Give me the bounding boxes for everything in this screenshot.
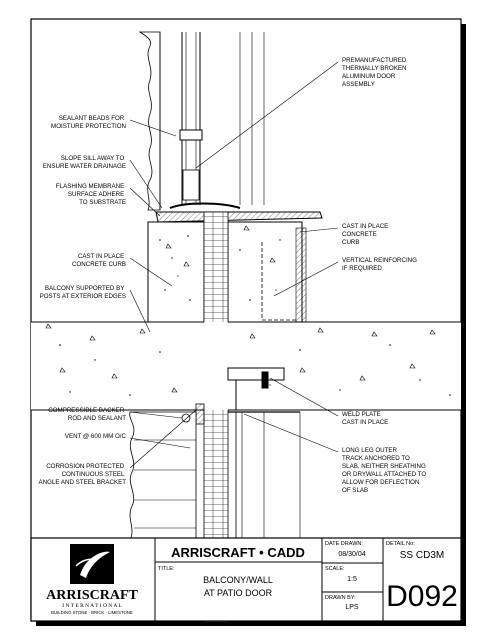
scale-label: SCALE:: [325, 566, 345, 572]
vertical-reinforcing-strip: [295, 227, 307, 329]
callout-track: LONG LEG OUTER TRACK ANCHORED TO SLAB, N…: [342, 447, 428, 494]
callout-sealant: SEALANT BEADS FOR MOISTURE PROTECTION: [51, 115, 126, 130]
callout-reinforcing: VERTICAL REINFORCING IF REQUIRED: [342, 257, 419, 272]
logo-tagline: I N T E R N A T I O N A L: [62, 603, 122, 609]
callout-angle: CORROSION PROTECTED CONTINUOUS STEEL ANG…: [39, 463, 127, 486]
detail-label: DETAIL No:: [386, 541, 415, 547]
drawn-value: LPS: [345, 604, 359, 611]
callout-backer: COMPRESSIBLE BACKER ROD AND SEALANT: [48, 407, 126, 422]
weld-plate-assembly: [195, 367, 285, 425]
logo-name: ARRISCRAFT: [46, 588, 138, 603]
stone-wall-upper: [138, 31, 161, 211]
concrete-slab: [31, 322, 461, 410]
section-drawing: [31, 31, 461, 623]
aggregate-speckle: [59, 235, 451, 396]
scale-value: 1:5: [347, 576, 357, 583]
callout-flashing: FLASHING MEMBRANE SURFACE ADHERE TO SUBS…: [56, 183, 126, 206]
date-value: 08/30/04: [338, 551, 365, 558]
leader-lines: [129, 61, 339, 469]
callout-curb-right: CAST IN PLACE CONCRETE CURB: [342, 223, 390, 246]
detail-number: D092: [386, 580, 458, 613]
callout-curb-left: CAST IN PLACE CONCRETE CURB: [72, 253, 126, 268]
callout-slope: SLOPE SILL AWAY TO ENSURE WATER DRAINAGE: [43, 155, 126, 170]
title-block: ARRISCRAFT I N T E R N A T I O N A L BUI…: [30, 537, 462, 622]
company-name: ARRISCRAFT • CADD: [171, 545, 305, 560]
sill-plate: [155, 211, 323, 223]
callout-weld: WELD PLATE CAST IN PLACE: [342, 411, 388, 426]
stone-wall-lower: [129, 411, 197, 541]
aggregate-triangles: [45, 225, 436, 393]
drawn-label: DRAWN BY:: [325, 595, 356, 601]
concrete-curb-right: [227, 221, 303, 323]
title-label: TITLE:: [158, 566, 175, 572]
callout-balcony: BALCONY SUPPORTED BY POSTS AT EXTERIOR E…: [40, 285, 126, 300]
concrete-curb-left: [147, 221, 205, 323]
arriscraft-logo: ARRISCRAFT I N T E R N A T I O N A L BUI…: [46, 544, 139, 615]
callouts-right: PREMANUFACTURED THERMALLY BROKEN ALUMINU…: [342, 57, 428, 494]
callout-door: PREMANUFACTURED THERMALLY BROKEN ALUMINU…: [342, 57, 408, 88]
callout-vent: VENT @ 600 MM O/C: [65, 433, 127, 440]
steel-track: [228, 411, 301, 540]
backer-rod: [181, 413, 191, 423]
detail-code: SS CD3M: [400, 550, 444, 561]
drawing-title-line1: BALCONY/WALL: [203, 575, 273, 585]
logo-sub: BUILDING STONE · BRICK · LIMESTONE: [51, 610, 133, 615]
drawing-title-line2: AT PATIO DOOR: [204, 588, 273, 598]
door-frame: [179, 32, 265, 205]
callouts-left: SEALANT BEADS FOR MOISTURE PROTECTION SL…: [39, 115, 127, 486]
date-label: DATE DRAWN:: [325, 541, 363, 547]
